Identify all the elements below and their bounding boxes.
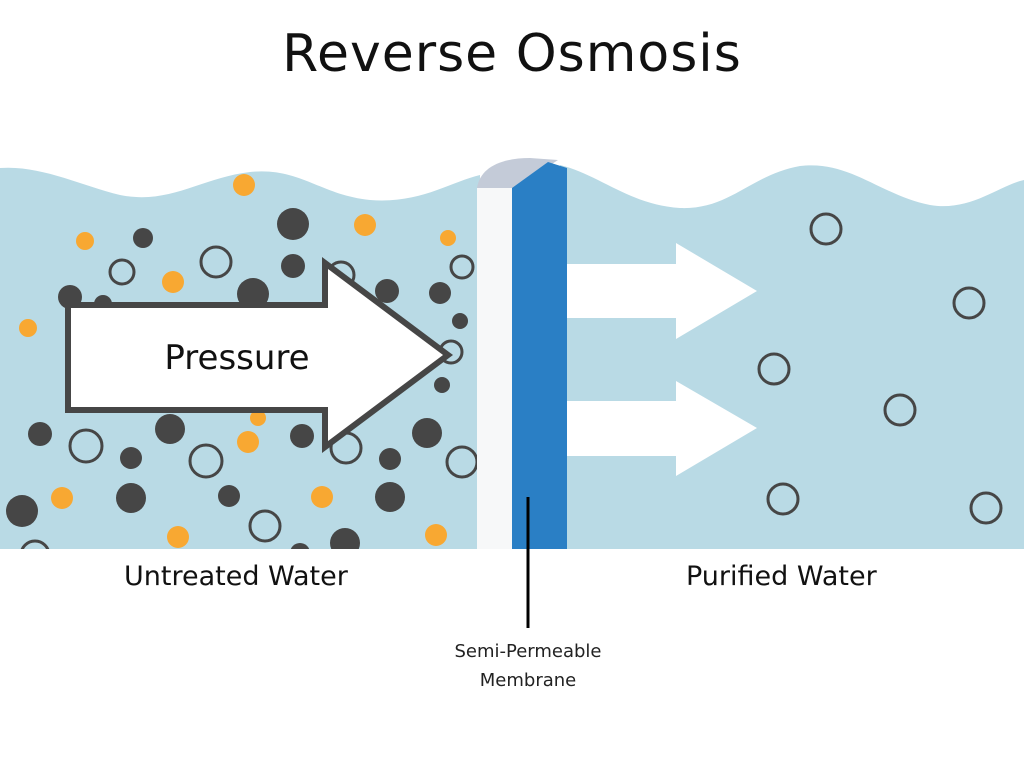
- flow-arrow-bottom: [567, 381, 757, 476]
- dark-contaminant: [6, 495, 38, 527]
- dark-contaminant: [290, 424, 314, 448]
- water-molecule: [199, 245, 233, 279]
- purified-particles: [757, 212, 1003, 525]
- water-molecule: [188, 443, 224, 479]
- membrane-label-line2: Membrane: [479, 670, 577, 691]
- water-molecule: [757, 352, 791, 386]
- dark-contaminant: [379, 448, 401, 470]
- membrane-front-layer: [512, 162, 567, 549]
- orange-contaminant: [354, 214, 376, 236]
- dark-contaminant: [28, 422, 52, 446]
- dark-contaminant: [330, 528, 360, 549]
- flow-arrow-top: [567, 243, 757, 339]
- water-molecule: [809, 212, 843, 246]
- orange-contaminant: [250, 410, 266, 426]
- pressure-label: Pressure: [164, 338, 309, 378]
- membrane-label: Semi-Permeable Membrane: [420, 637, 636, 695]
- dark-contaminant: [281, 254, 305, 278]
- orange-contaminant: [19, 319, 37, 337]
- dark-contaminant: [155, 414, 185, 444]
- orange-contaminant: [162, 271, 184, 293]
- dark-contaminant: [120, 447, 142, 469]
- water-molecule: [766, 482, 800, 516]
- dark-contaminant: [133, 228, 153, 248]
- water-molecule: [449, 254, 475, 280]
- purified-water-region: [560, 165, 1024, 549]
- orange-contaminant: [237, 431, 259, 453]
- dark-contaminant: [452, 313, 468, 329]
- orange-contaminant: [440, 230, 456, 246]
- purified-water-label: Purified Water: [686, 561, 877, 592]
- pressure-arrow[interactable]: [65, 257, 454, 453]
- water-molecule: [68, 428, 104, 464]
- semi-permeable-membrane: [477, 158, 567, 549]
- dark-contaminant: [412, 418, 442, 448]
- page-title: Reverse Osmosis: [282, 24, 742, 84]
- membrane-top-cap: [477, 158, 558, 190]
- water-molecule: [20, 539, 50, 549]
- orange-contaminant: [233, 174, 255, 196]
- untreated-water-label: Untreated Water: [124, 561, 348, 592]
- orange-contaminant: [51, 487, 73, 509]
- dark-contaminant: [375, 482, 405, 512]
- dark-contaminant: [290, 543, 310, 549]
- untreated-particles: [6, 174, 479, 549]
- membrane-back-layer: [477, 188, 512, 549]
- dark-contaminant: [218, 485, 240, 507]
- water-molecule: [952, 286, 986, 320]
- water-molecule: [969, 491, 1003, 525]
- orange-contaminant: [425, 524, 447, 546]
- dark-contaminant: [429, 282, 451, 304]
- dark-contaminant: [277, 208, 309, 240]
- water-molecule: [248, 509, 282, 543]
- membrane-label-line1: Semi-Permeable: [454, 641, 602, 662]
- dark-contaminant: [375, 279, 399, 303]
- orange-contaminant: [311, 486, 333, 508]
- orange-contaminant: [167, 526, 189, 548]
- dark-contaminant: [434, 377, 450, 393]
- dark-contaminant: [116, 483, 146, 513]
- orange-contaminant: [76, 232, 94, 250]
- water-molecule: [883, 393, 917, 427]
- water-molecule: [108, 258, 136, 286]
